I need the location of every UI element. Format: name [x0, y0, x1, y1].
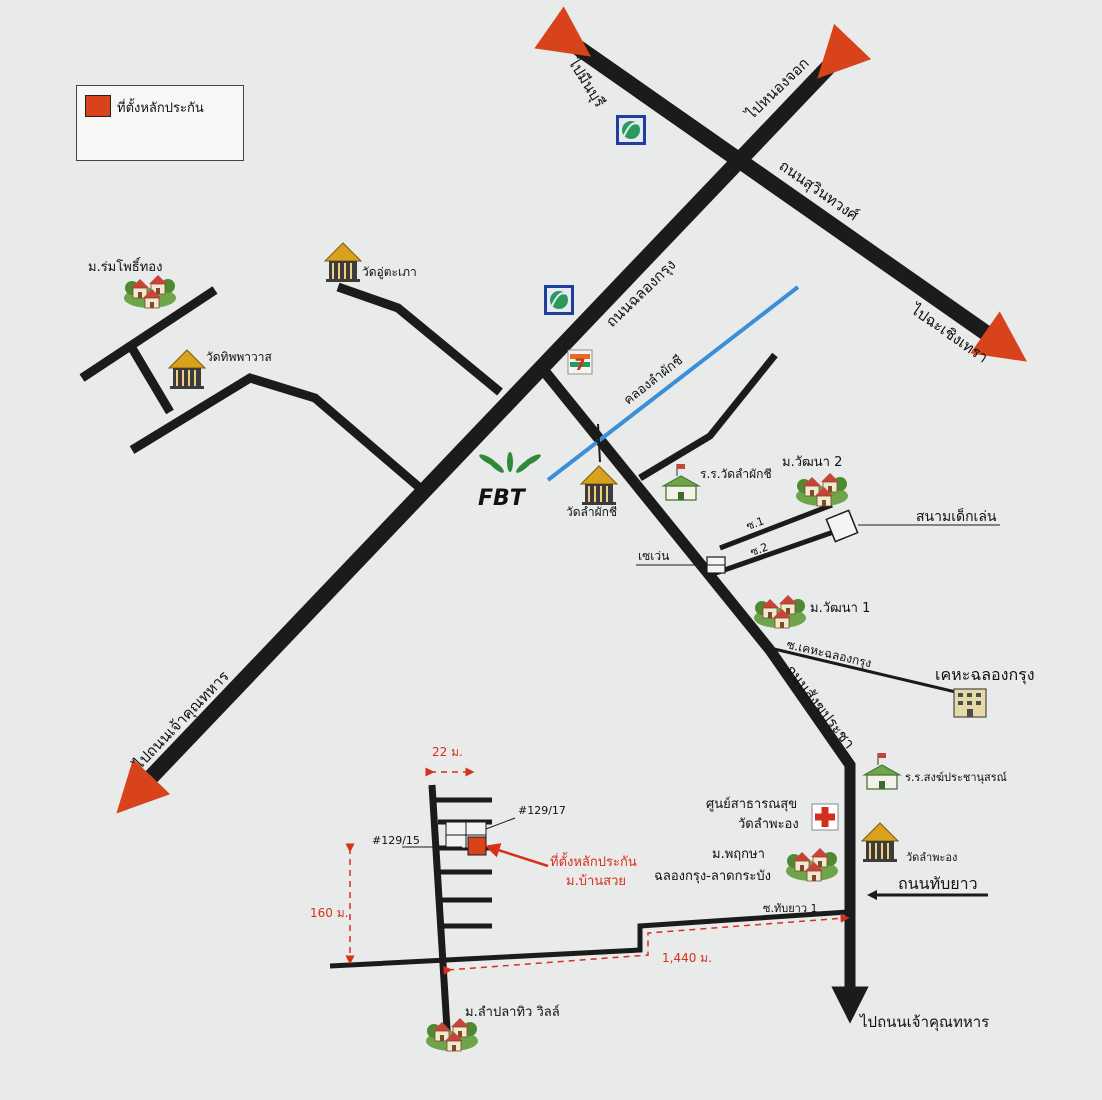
temple-icon — [168, 349, 206, 390]
label-mu-wattana-2: ม.วัฒนา 2 — [782, 455, 842, 470]
gas-station-icon — [615, 114, 647, 146]
village-icon — [754, 595, 806, 628]
legend-collateral-swatch — [85, 95, 111, 117]
playground-icon — [825, 509, 859, 543]
hospital-cross-icon — [811, 803, 839, 831]
school-icon — [863, 752, 901, 790]
label-wat-thip-phawat: วัดทิพพาวาส — [206, 350, 272, 364]
label-playground: สนามเด็กเล่น — [916, 507, 997, 525]
label-to-chao-khun-thahan: ไปถนนเจ้าคุณทหาร — [129, 667, 233, 774]
bridge-icon — [584, 423, 613, 463]
label-soi-1: ซ.1 — [745, 514, 766, 532]
label-mu-lam-pla-thio: ม.ลำปลาทิว วิลล์ — [465, 1004, 560, 1020]
label-school-lam-phak-chi: ร.ร.วัดลำผักชี — [700, 467, 772, 481]
label-health-center-1: ศูนย์สาธารณสุข — [706, 796, 797, 812]
temple-icon — [580, 465, 618, 506]
svg-text:7: 7 — [574, 355, 585, 374]
condo-icon — [953, 688, 987, 718]
label-sangkhom-pracha: ถนนสังฆประชา — [782, 661, 859, 752]
gas-station-icon — [543, 284, 575, 316]
label-collateral-2: ม.บ้านสวย — [566, 874, 626, 889]
road-village-sois — [436, 797, 492, 929]
label-mu-phruksa-1: ม.พฤกษา — [712, 847, 765, 862]
village-icon — [124, 275, 176, 308]
village-icon — [426, 1018, 478, 1051]
road-chalong-krung — [116, 23, 872, 814]
collateral-plot-marker — [467, 836, 487, 856]
village-icon — [786, 848, 838, 881]
road-soi-thap-yao-1 — [329, 909, 849, 969]
label-health-center-2: วัดลำพะอง — [738, 817, 799, 832]
label-mu-rom-pho-thong: ม.ร่มโพธิ์ทอง — [88, 257, 162, 275]
school-icon — [662, 463, 700, 501]
label-mu-wattana-1: ม.วัฒนา 1 — [810, 601, 870, 616]
village-icon — [796, 473, 848, 506]
collateral-pointer — [484, 843, 549, 868]
temple-icon — [861, 822, 899, 863]
label-plot-b: #129/15 — [372, 834, 420, 847]
road-wat-lam-phak-chi — [638, 352, 778, 482]
label-thap-yao: ถนนทับยาว — [898, 874, 978, 893]
label-kheha: เคหะฉลองกรุง — [935, 665, 1035, 685]
label-wat-u-taphao: วัดอู่ตะเภา — [362, 265, 417, 280]
label-soi-2: ซ.2 — [749, 540, 770, 558]
road-village-main — [428, 784, 452, 1046]
label-wat-lam-phak-chi: วัดลำผักชี — [566, 505, 617, 519]
seven-eleven-icon: 7 — [567, 349, 593, 375]
label-dimension-depth: 160 ม. — [310, 906, 348, 920]
label-soi-thap-yao-1: ซ.ทับยาว 1 — [763, 902, 818, 915]
road-soi-kheha — [769, 646, 961, 695]
label-sewen: เซเว่น — [638, 549, 669, 563]
label-dimension-width: 22 ม. — [432, 745, 463, 759]
fbt-logo-icon — [479, 452, 541, 473]
label-to-chao-khun-thahan-2: ไปถนนเจ้าคุณทหาร — [859, 1013, 989, 1032]
canal-lam-phak-chi — [546, 285, 800, 482]
sewen-shop-icon — [706, 556, 726, 574]
road-sangkhom-pracha — [540, 368, 869, 1024]
road-soi-1-2 — [709, 502, 846, 578]
label-collateral-1: ที่ตั้งหลักประกัน — [550, 852, 637, 870]
label-school-songkhro: ร.ร.สงฆ์ประชานุสรณ์ — [905, 771, 1007, 784]
road-wat-u-taphao — [336, 282, 503, 396]
road-left-network — [79, 286, 423, 492]
dimension-distance-line — [443, 913, 850, 975]
fbt-logo-text: FBT — [478, 486, 527, 511]
label-wat-lam-pha-ong: วัดลำพะอง — [906, 851, 957, 864]
label-dimension-distance: 1,440 ม. — [662, 951, 712, 965]
temple-icon — [324, 242, 362, 283]
plot-a-pointer — [485, 817, 516, 830]
label-plot-a: #129/17 — [518, 804, 566, 817]
label-mu-phruksa-2: ฉลองกรุง-ลาดกระบัง — [654, 869, 771, 884]
